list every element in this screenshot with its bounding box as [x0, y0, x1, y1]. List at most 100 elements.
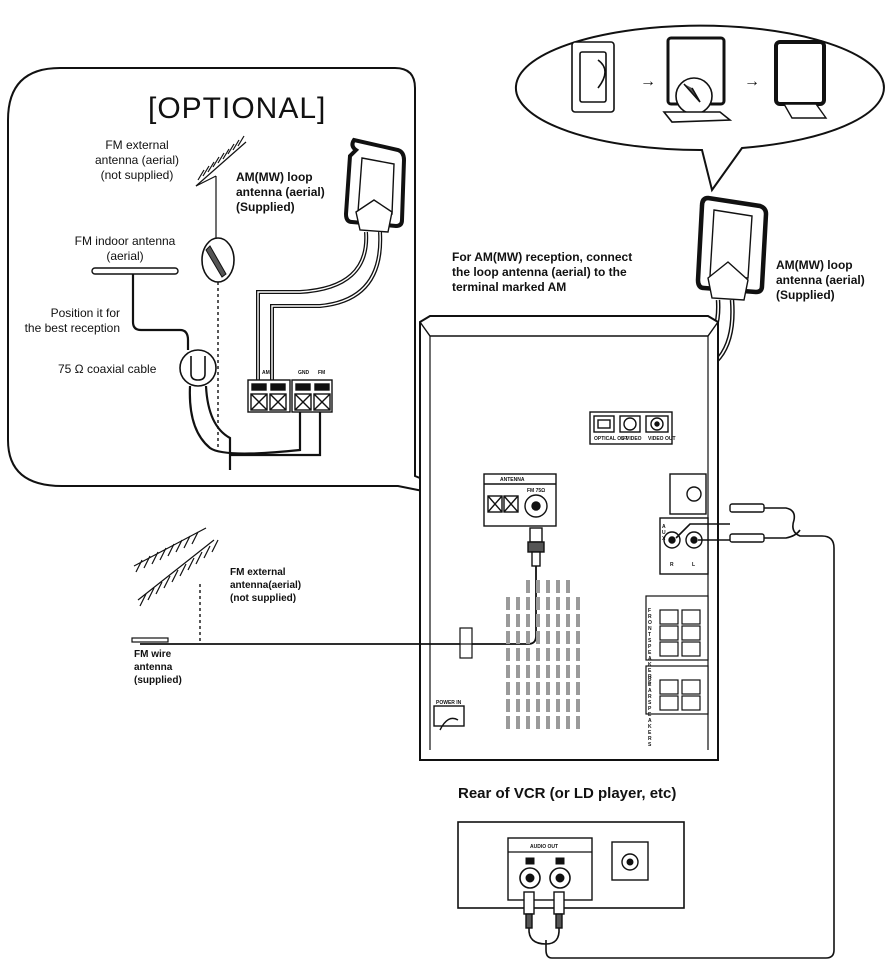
optional-coax-label: 75 Ω coaxial cable [58, 362, 157, 376]
vent-slot [566, 716, 570, 729]
rca-plug-icon [729, 503, 765, 543]
vent-slot [516, 699, 520, 712]
am-loop-label: AM(MW) loop antenna (aerial) (Supplied) [776, 258, 865, 303]
label-line: (not supplied) [100, 168, 174, 182]
label-line: antenna (aerial) [236, 185, 325, 199]
fm-external-label: FM external antenna(aerial) (not supplie… [230, 566, 301, 605]
vent-slot [576, 716, 580, 729]
vent-slot [546, 716, 550, 729]
vent-slot [526, 597, 530, 610]
vent-slot [506, 716, 510, 729]
vent-slot [536, 716, 540, 729]
vent-slot [576, 648, 580, 661]
svg-text:→: → [744, 73, 760, 90]
front-speaker-terminals [645, 595, 709, 661]
vent-slot [526, 665, 530, 678]
vent-slot [546, 648, 550, 661]
label-line: terminal marked AM [452, 280, 567, 294]
label-line: FM indoor antenna [74, 234, 176, 248]
label-line: the loop antenna (aerial) to the [452, 265, 627, 279]
optional-terminal-gnd-label: GND [298, 370, 310, 376]
coax-plug-icon [527, 527, 545, 567]
vent-slot [536, 682, 540, 695]
vent-slot [556, 631, 560, 644]
label-line: antenna(aerial) [230, 580, 302, 591]
power-cord-socket [433, 705, 465, 731]
antenna-block-label: ANTENNA [500, 477, 525, 483]
vent-slot [546, 665, 550, 678]
vcr-audio-out-label: AUDIO OUT [530, 844, 559, 850]
fm-wire-clip [459, 627, 473, 659]
vent-slot [576, 665, 580, 678]
vent-slot [576, 631, 580, 644]
vent-slot [536, 699, 540, 712]
vent-slot [566, 682, 570, 695]
optional-terminal-am-label: AM [262, 370, 270, 376]
vent-slot [536, 631, 540, 644]
vcr-rear-panel [457, 821, 685, 909]
vent-slot [526, 648, 530, 661]
vent-slot [516, 682, 520, 695]
vent-slot [546, 631, 550, 644]
front-speakers-label: FRONT SPEAKERS [648, 608, 652, 686]
vent-slot [546, 699, 550, 712]
vent-slot [536, 580, 540, 593]
svg-text:→: → [640, 73, 656, 90]
vent-slot [516, 648, 520, 661]
s-video-label: S-VIDEO [621, 436, 642, 442]
label-line: the best reception [24, 321, 120, 335]
vent-slot [566, 597, 570, 610]
optional-coaxial-plug-icon [179, 349, 217, 387]
optional-fm-external-antenna-icon [195, 135, 247, 238]
label-line: Position it for [50, 306, 120, 320]
vent-slot [556, 648, 560, 661]
optional-terminal-fm-label: FM [318, 370, 326, 376]
vent-slot [556, 682, 560, 695]
vcr-title: Rear of VCR (or LD player, etc) [458, 785, 677, 802]
vent-slot [566, 631, 570, 644]
optional-am-loop-antenna-icon [343, 137, 407, 233]
vent-slot [566, 648, 570, 661]
vent-slot [516, 665, 520, 678]
vent-slot [566, 699, 570, 712]
label-line: FM external [230, 567, 286, 578]
vent-slot [506, 631, 510, 644]
label-line: antenna (aerial) [94, 153, 180, 167]
optional-balun-adapter-icon [201, 237, 235, 283]
vent-slot [536, 665, 540, 678]
video-out-label: VIDEO OUT [648, 436, 676, 442]
vent-slot [576, 614, 580, 627]
label-line: antenna (aerial) [776, 273, 865, 287]
label-line: For AM(MW) reception, connect [452, 250, 633, 264]
vent-slot [526, 614, 530, 627]
vent-slot [506, 648, 510, 661]
vent-slot [516, 631, 520, 644]
label-line: (Supplied) [236, 200, 295, 214]
antenna-terminal-block [483, 473, 557, 527]
label-line: AM(MW) loop [776, 258, 853, 272]
video-jacks [589, 411, 673, 445]
vent-slot [526, 716, 530, 729]
optional-panel-callout [7, 67, 479, 503]
vent-slot [506, 699, 510, 712]
vent-slot [576, 699, 580, 712]
label-line: AM(MW) loop [236, 170, 313, 184]
optional-fm-indoor-label: FM indoor antenna (aerial) [60, 234, 190, 264]
loop-assembly-step-3-icon [774, 40, 828, 119]
vent-slot [506, 597, 510, 610]
vent-slot [536, 648, 540, 661]
optional-antenna-terminals [247, 379, 333, 413]
vent-slot [566, 665, 570, 678]
aux-l-label: L [692, 562, 696, 568]
vent-slot [526, 699, 530, 712]
vent-slot [506, 614, 510, 627]
vent-slot [546, 614, 550, 627]
optional-fm-indoor-antenna-icon [91, 267, 190, 350]
optional-am-loop-label: AM(MW) loop antenna (aerial) (Supplied) [236, 170, 325, 215]
label-line: (not supplied) [230, 593, 297, 604]
vent-slot [526, 580, 530, 593]
vent-slot [536, 614, 540, 627]
vent-slot [556, 716, 560, 729]
antenna-fm-label: FM 75Ω [527, 488, 546, 494]
